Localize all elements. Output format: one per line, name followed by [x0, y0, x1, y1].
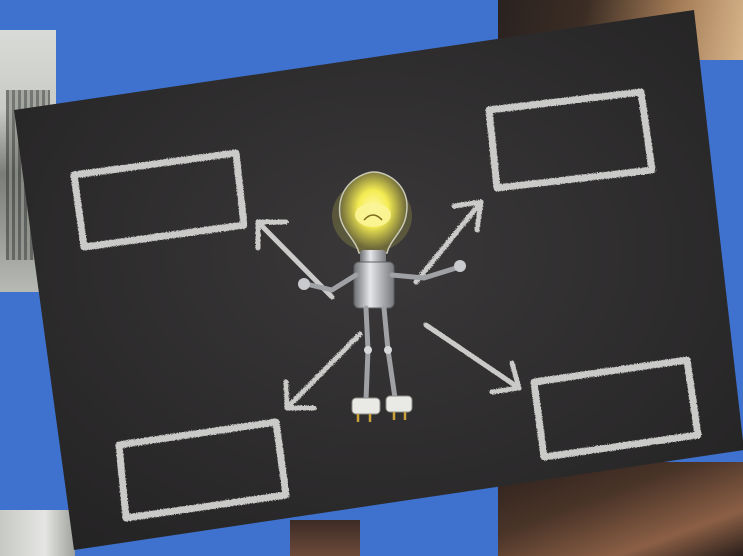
chalkboard-svg	[14, 10, 743, 550]
chalkboard-image	[14, 10, 743, 550]
